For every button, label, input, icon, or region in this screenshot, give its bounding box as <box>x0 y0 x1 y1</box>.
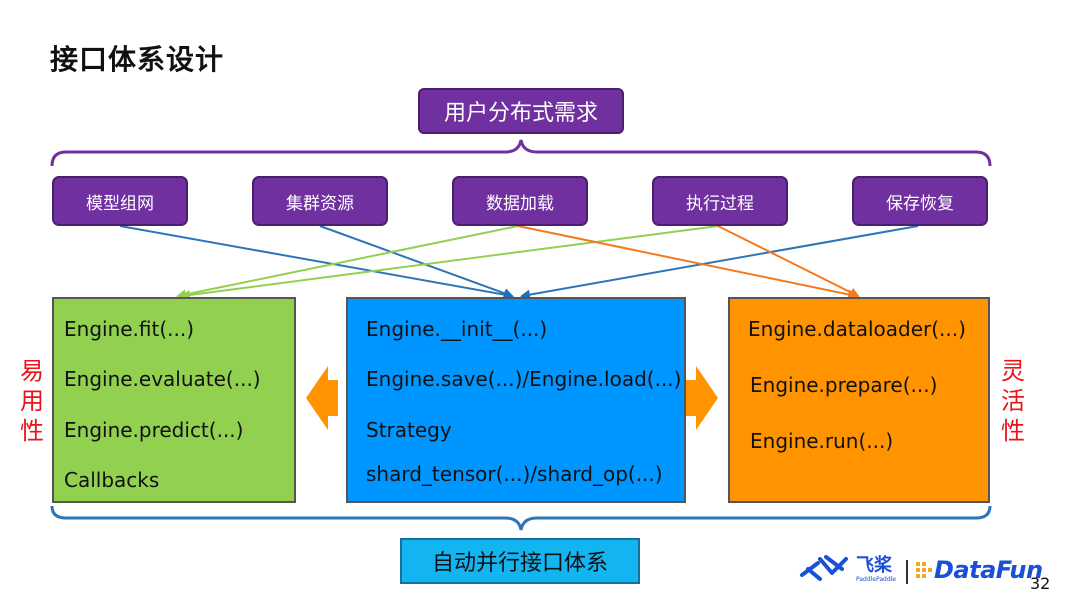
api-item: Engine.run(...) <box>750 429 894 453</box>
api-item: Engine.prepare(...) <box>750 373 938 397</box>
api-item: Strategy <box>366 418 452 442</box>
arrow-exec-to-fit <box>180 225 719 300</box>
api-item: Callbacks <box>64 468 160 492</box>
arrow-cluster-to-init <box>319 225 514 298</box>
ease-of-use-label: 易 用 性 <box>20 357 44 445</box>
core-api-panel: Engine.__init__(...) Engine.save(...)/En… <box>346 297 686 503</box>
right-block-arrow <box>686 366 718 430</box>
api-item: Engine.evaluate(...) <box>64 367 261 391</box>
req-save-restore: 保存恢复 <box>852 176 988 226</box>
api-item: Engine.dataloader(...) <box>748 317 966 341</box>
user-requirements-box: 用户分布式需求 <box>418 88 624 134</box>
api-item: Engine.predict(...) <box>64 418 244 442</box>
top-brace <box>50 139 992 167</box>
flexibility-panel: Engine.dataloader(...) Engine.prepare(..… <box>728 297 990 503</box>
bottom-brace <box>50 505 992 531</box>
arrow-data-to-fit <box>176 225 519 300</box>
arrow-data-to-dataloader <box>517 225 858 300</box>
req-execution: 执行过程 <box>652 176 788 226</box>
datafun-logo: DataFun <box>914 554 1043 590</box>
logo-divider <box>906 560 908 584</box>
auto-parallel-api-box: 自动并行接口体系 <box>400 538 640 584</box>
api-item: Engine.save(...)/Engine.load(...) <box>366 367 682 391</box>
req-model-building: 模型组网 <box>52 176 188 226</box>
page-title: 接口体系设计 <box>50 43 225 76</box>
api-item: Engine.__init__(...) <box>366 317 548 341</box>
datafun-mark-icon <box>916 562 932 578</box>
arrow-exec-to-dataloader <box>717 225 860 297</box>
api-item: shard_tensor(...)/shard_op(...) <box>366 462 663 486</box>
paddle-mark-icon <box>800 555 848 581</box>
paddlepaddle-logo: 飞桨 PaddlePaddle <box>798 551 908 591</box>
flexibility-label: 灵 活 性 <box>1001 357 1025 445</box>
arrow-save-to-init <box>520 225 919 300</box>
req-cluster-resource: 集群资源 <box>252 176 388 226</box>
arrow-model-to-init <box>119 225 514 300</box>
ease-of-use-panel: Engine.fit(...) Engine.evaluate(...) Eng… <box>52 297 296 503</box>
left-block-arrow <box>306 366 338 430</box>
page-number: 32 <box>1030 574 1051 593</box>
req-data-loading: 数据加载 <box>452 176 588 226</box>
api-item: Engine.fit(...) <box>64 317 195 341</box>
